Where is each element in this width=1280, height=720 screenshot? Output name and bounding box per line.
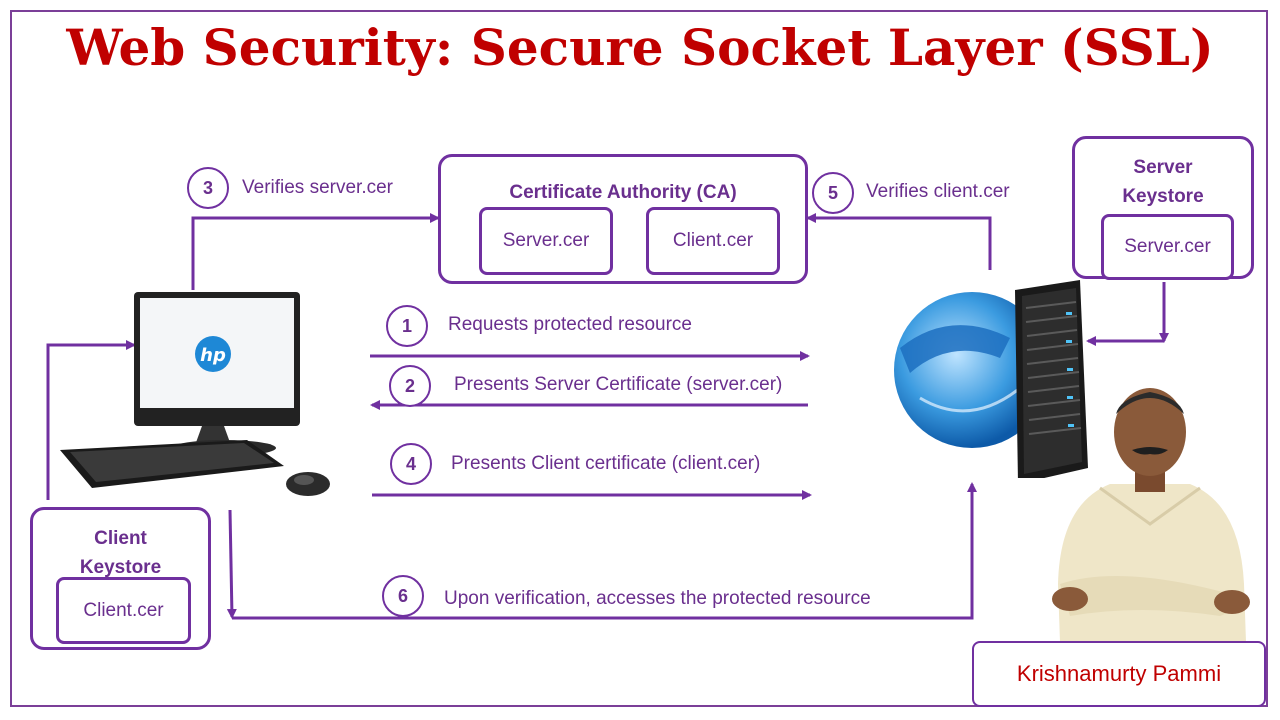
step-6-text: Upon verification, accesses the protecte… bbox=[444, 588, 871, 609]
step-3-text: Verifies server.cer bbox=[242, 177, 393, 198]
client-keystore-title-1: Client bbox=[94, 528, 147, 549]
server-keystore-box: Server Keystore Server.cer bbox=[1072, 136, 1254, 280]
arrow-step-6-down bbox=[226, 509, 237, 619]
client-keystore-title-2: Keystore bbox=[79, 557, 162, 578]
slide-title: Web Security: Secure Socket Layer (SSL) bbox=[66, 18, 1214, 77]
hp-logo-text: hp bbox=[200, 345, 226, 366]
step-6-badge: 6 bbox=[382, 575, 424, 617]
ca-title: Certificate Authority (CA) bbox=[509, 182, 737, 203]
ca-server-cert: Server.cer bbox=[479, 207, 613, 275]
arrow-step-5 bbox=[806, 213, 992, 270]
arrow-step-3 bbox=[191, 213, 440, 290]
certificate-authority-box: Certificate Authority (CA) Server.cer Cl… bbox=[438, 154, 808, 284]
server-keystore-cert: Server.cer bbox=[1101, 214, 1234, 280]
author-name: Krishnamurty Pammi bbox=[972, 641, 1266, 707]
step-1-text: Requests protected resource bbox=[448, 314, 692, 335]
client-keystore-box: Client Keystore Client.cer bbox=[30, 507, 211, 650]
step-5-badge: 5 bbox=[812, 172, 854, 214]
step-4-badge: 4 bbox=[390, 443, 432, 485]
client-keystore-cert: Client.cer bbox=[56, 577, 191, 644]
ca-client-cert: Client.cer bbox=[646, 207, 780, 275]
slide-frame bbox=[10, 10, 1268, 707]
step-4-text: Presents Client certificate (client.cer) bbox=[451, 453, 761, 474]
server-keystore-title-2: Keystore bbox=[1122, 186, 1204, 207]
desktop-computer-icon: hp bbox=[60, 292, 330, 496]
server-globe-icon bbox=[894, 280, 1088, 478]
step-2-text: Presents Server Certificate (server.cer) bbox=[454, 374, 783, 395]
arrow-client-keystore bbox=[46, 340, 136, 500]
step-1-badge: 1 bbox=[386, 305, 428, 347]
server-keystore-title-1: Server bbox=[1133, 157, 1193, 178]
arrow-step-6 bbox=[232, 482, 977, 620]
step-5-text: Verifies client.cer bbox=[866, 181, 1010, 202]
presenter-photo bbox=[1052, 388, 1250, 642]
step-3-badge: 3 bbox=[187, 167, 229, 209]
step-2-badge: 2 bbox=[389, 365, 431, 407]
